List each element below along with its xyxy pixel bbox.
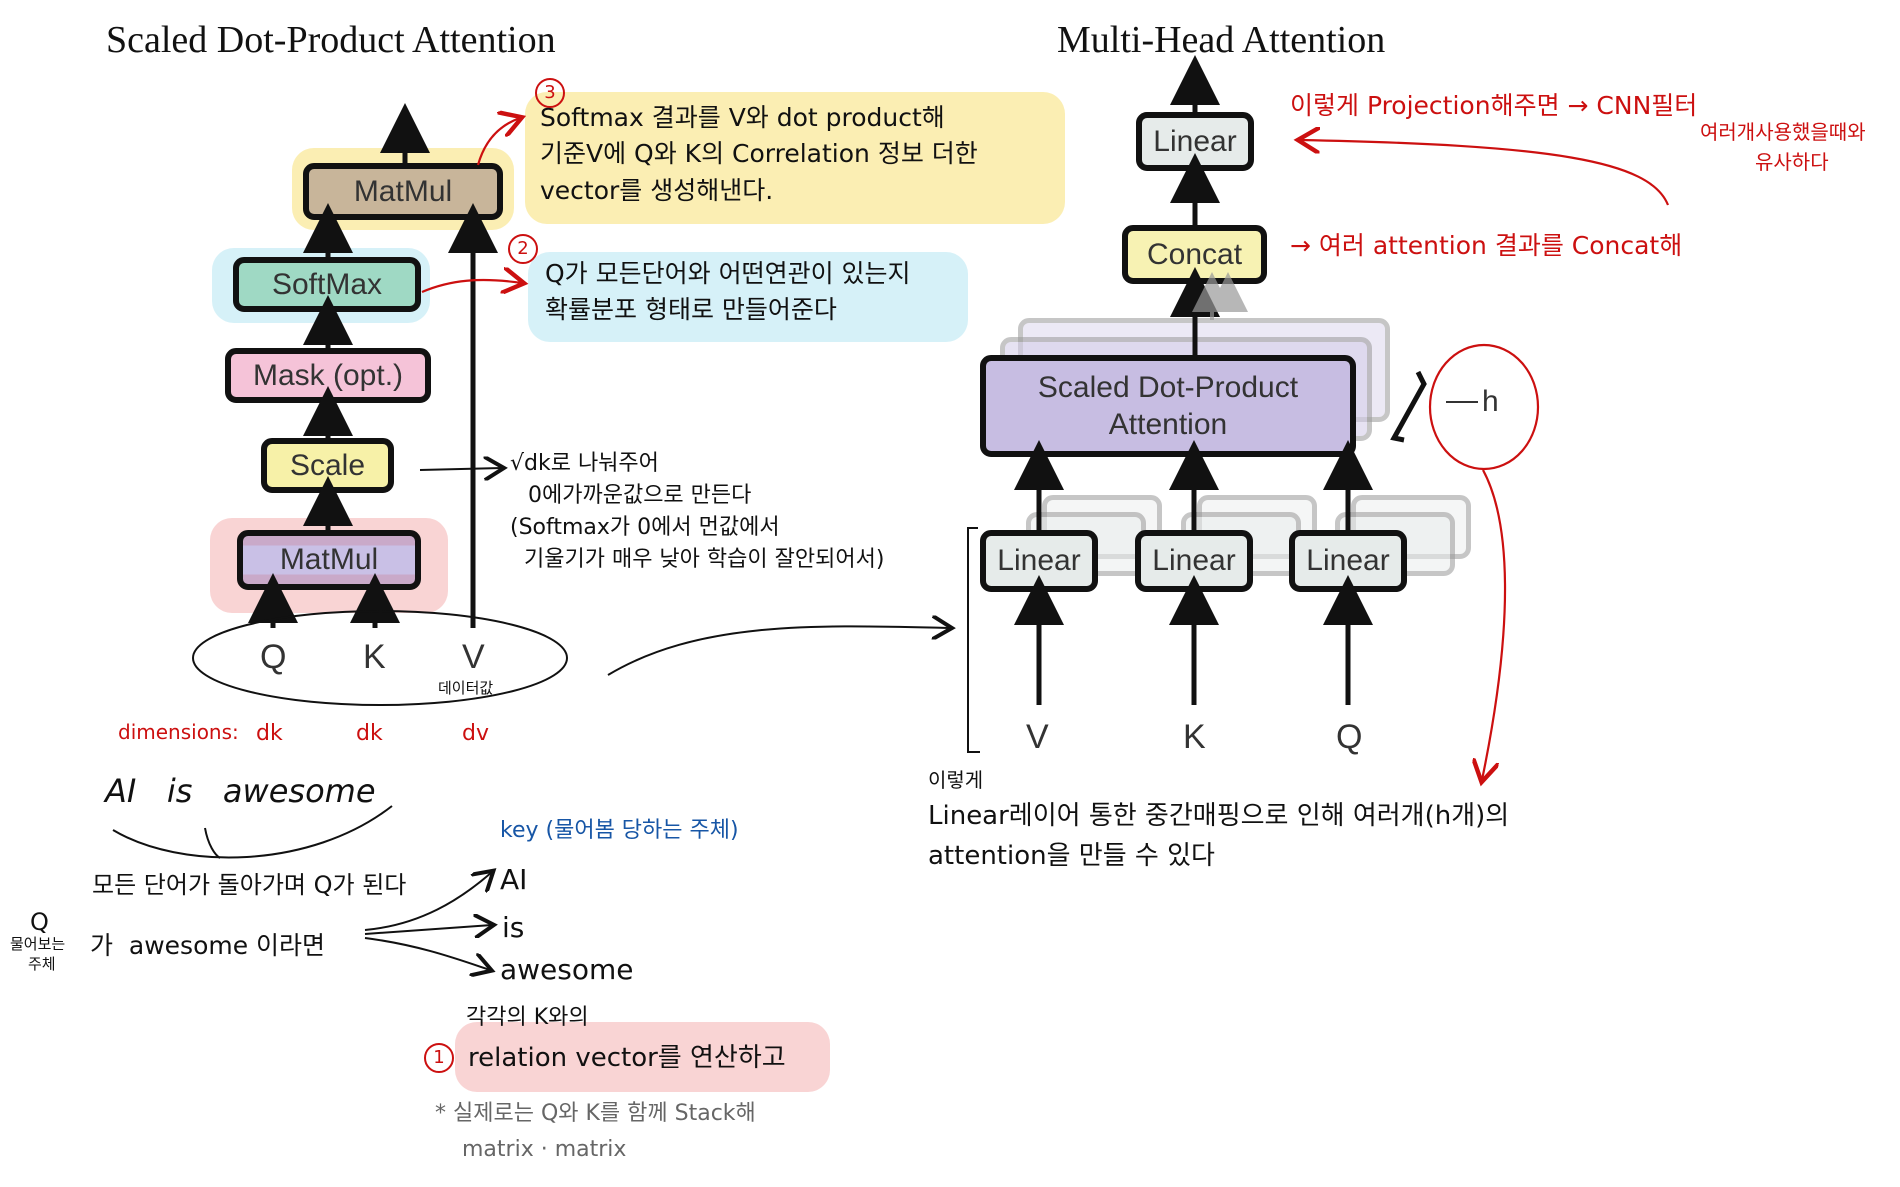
arrow-to-is (364, 925, 492, 934)
key-is: is (502, 911, 525, 944)
right-diagram-title: Multi-Head Attention (1057, 19, 1386, 61)
softmax-block: SoftMax (233, 257, 421, 312)
note2-number: 2 (508, 234, 538, 264)
note1-number: 1 (424, 1043, 454, 1073)
heads-label: h (1482, 385, 1499, 418)
scale-note: √dk로 나눠주어 0에가까운값으로 만든다 (Softmax가 0에서 먼값에… (510, 451, 885, 572)
projection-note-line3: 유사하다 (1755, 150, 1829, 174)
note1-pre: 각각의 K와의 (466, 1005, 589, 1030)
sentence-tick (204, 827, 221, 859)
highlight-note2 (528, 252, 968, 342)
arrow-projection (1300, 140, 1670, 206)
arrow-scale-note (419, 468, 502, 470)
linear-q-block: Linear (1289, 530, 1407, 592)
key-ai: AI (500, 863, 528, 896)
input-v-label: V (462, 638, 485, 676)
key-awesome: awesome (500, 953, 634, 986)
key-header: key (물어봄 당하는 주체) (500, 818, 739, 843)
highlight-note1 (455, 1022, 830, 1092)
dimension-q: dk (256, 721, 283, 746)
note3-text: Softmax 결과를 V와 dot product해 기준V에 Q와 K의 C… (540, 103, 978, 205)
q-label: Q (30, 908, 49, 936)
input-v-label-right: V (1026, 718, 1049, 756)
scale-block: Scale (261, 438, 394, 493)
sdpa-label-line1: Scaled Dot-Product (1037, 370, 1299, 404)
highlight-note3 (525, 92, 1065, 224)
concat-note: → 여러 attention 결과를 Concat해 (1290, 231, 1683, 260)
linear-k-block: Linear (1135, 530, 1253, 592)
matmul-bottom-block: MatMul (237, 530, 421, 590)
note3-number: 3 (535, 78, 565, 108)
dimension-k: dk (356, 721, 383, 746)
note1-main: relation vector를 연산하고 (468, 1043, 786, 1073)
projection-note-line2: 여러개사용했을때와 (1700, 120, 1866, 144)
bracket-linear (967, 527, 980, 753)
projection-note-line1: 이렇게 Projection해주면 → CNN필터 (1290, 91, 1698, 120)
input-k-label: K (363, 638, 386, 676)
input-q-label-right: Q (1336, 718, 1363, 756)
sentence-words: AI is awesome (105, 772, 376, 810)
arrow-to-awesome (364, 937, 490, 970)
arrow-softmax-to-note2 (421, 280, 522, 292)
left-diagram-title: Scaled Dot-Product Attention (106, 19, 556, 61)
rotate-note: 모든 단어가 돌아가며 Q가 된다 (92, 871, 407, 899)
q-suffix: 가 awesome 이라면 (90, 931, 326, 960)
arrow-heads-to-note (1482, 469, 1507, 780)
dimensions-label: dimensions: (118, 720, 239, 744)
input-k-label-right: K (1183, 718, 1206, 756)
mask-block: Mask (opt.) (225, 348, 431, 403)
v-note: 데이터값 (438, 679, 494, 697)
input-q-label: Q (260, 638, 287, 676)
sdpa-block: Scaled Dot-Product Attention (980, 355, 1356, 457)
footnote-line1: * 실제로는 Q와 K를 함께 Stack해 (435, 1101, 756, 1126)
linear-v-block: Linear (980, 530, 1098, 592)
dimension-v: dv (462, 721, 489, 746)
footnote-line2: matrix · matrix (462, 1137, 627, 1162)
concat-block: Concat (1122, 225, 1267, 284)
heads-bracket (1390, 370, 1427, 443)
arrow-to-multihead (607, 626, 950, 676)
matmul-top-block: MatMul (303, 163, 503, 220)
sdpa-label-line2: Attention (1108, 408, 1228, 441)
linear-top-block: Linear (1136, 112, 1254, 171)
note2-text: Q가 모든단어와 어떤연관이 있는지 확률분포 형태로 만들어준다 (545, 259, 911, 325)
q-desc: 물어보는 주체 (10, 935, 66, 973)
linear-note: 이렇게 Linear레이어 통한 중간매핑으로 인해 여러개(h개)의 atte… (928, 768, 1510, 872)
